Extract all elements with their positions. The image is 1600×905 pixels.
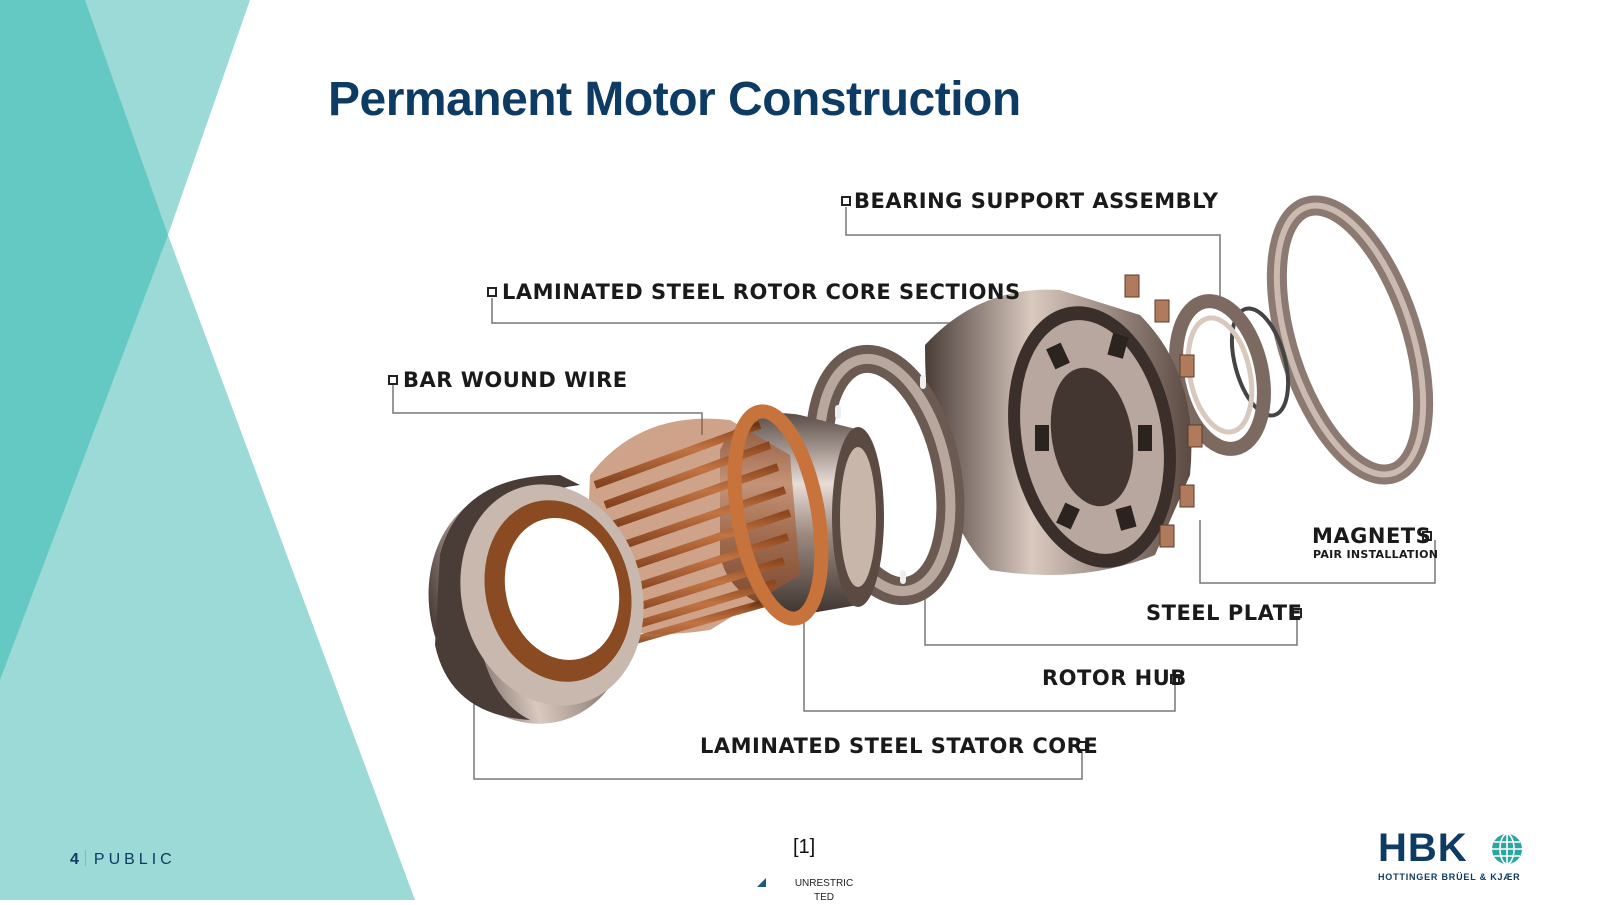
hbk-logo: HBK HOTTINGER BRÜEL & KJÆR [1378, 826, 1528, 886]
classification-footer: UNRESTRICTED [794, 878, 854, 903]
slide-title: Permanent Motor Construction [328, 73, 1021, 126]
logo-subtitle: HOTTINGER BRÜEL & KJÆR [1378, 872, 1521, 882]
label-magnets: MAGNETS [1312, 524, 1432, 548]
label-steel-plate: STEEL PLATE [1146, 601, 1303, 625]
reference-citation: [1] [793, 836, 816, 858]
globe-icon [1492, 833, 1522, 865]
footer-page-info: 4 PUBLIC [70, 850, 176, 869]
motor-illustration [388, 195, 1436, 780]
label-rotor-core: LAMINATED STEEL ROTOR CORE SECTIONS [502, 280, 1021, 304]
motor-exploded-diagram: BEARING SUPPORT ASSEMBLY LAMINATED STEEL… [380, 175, 1520, 815]
label-magnets-sub: PAIR INSTALLATION [1313, 548, 1439, 561]
label-bearing-support: BEARING SUPPORT ASSEMBLY [854, 189, 1219, 213]
label-stator-core: LAMINATED STEEL STATOR CORE [700, 734, 1099, 758]
classification-label: PUBLIC [93, 851, 176, 868]
footer-separator [84, 850, 86, 866]
classification-triangle-icon [757, 878, 766, 887]
label-rotor-hub: ROTOR HUB [1042, 666, 1187, 690]
page-number: 4 [70, 851, 79, 868]
logo-wordmark: HBK [1378, 826, 1468, 870]
label-bar-wound-wire: BAR WOUND WIRE [403, 368, 628, 392]
